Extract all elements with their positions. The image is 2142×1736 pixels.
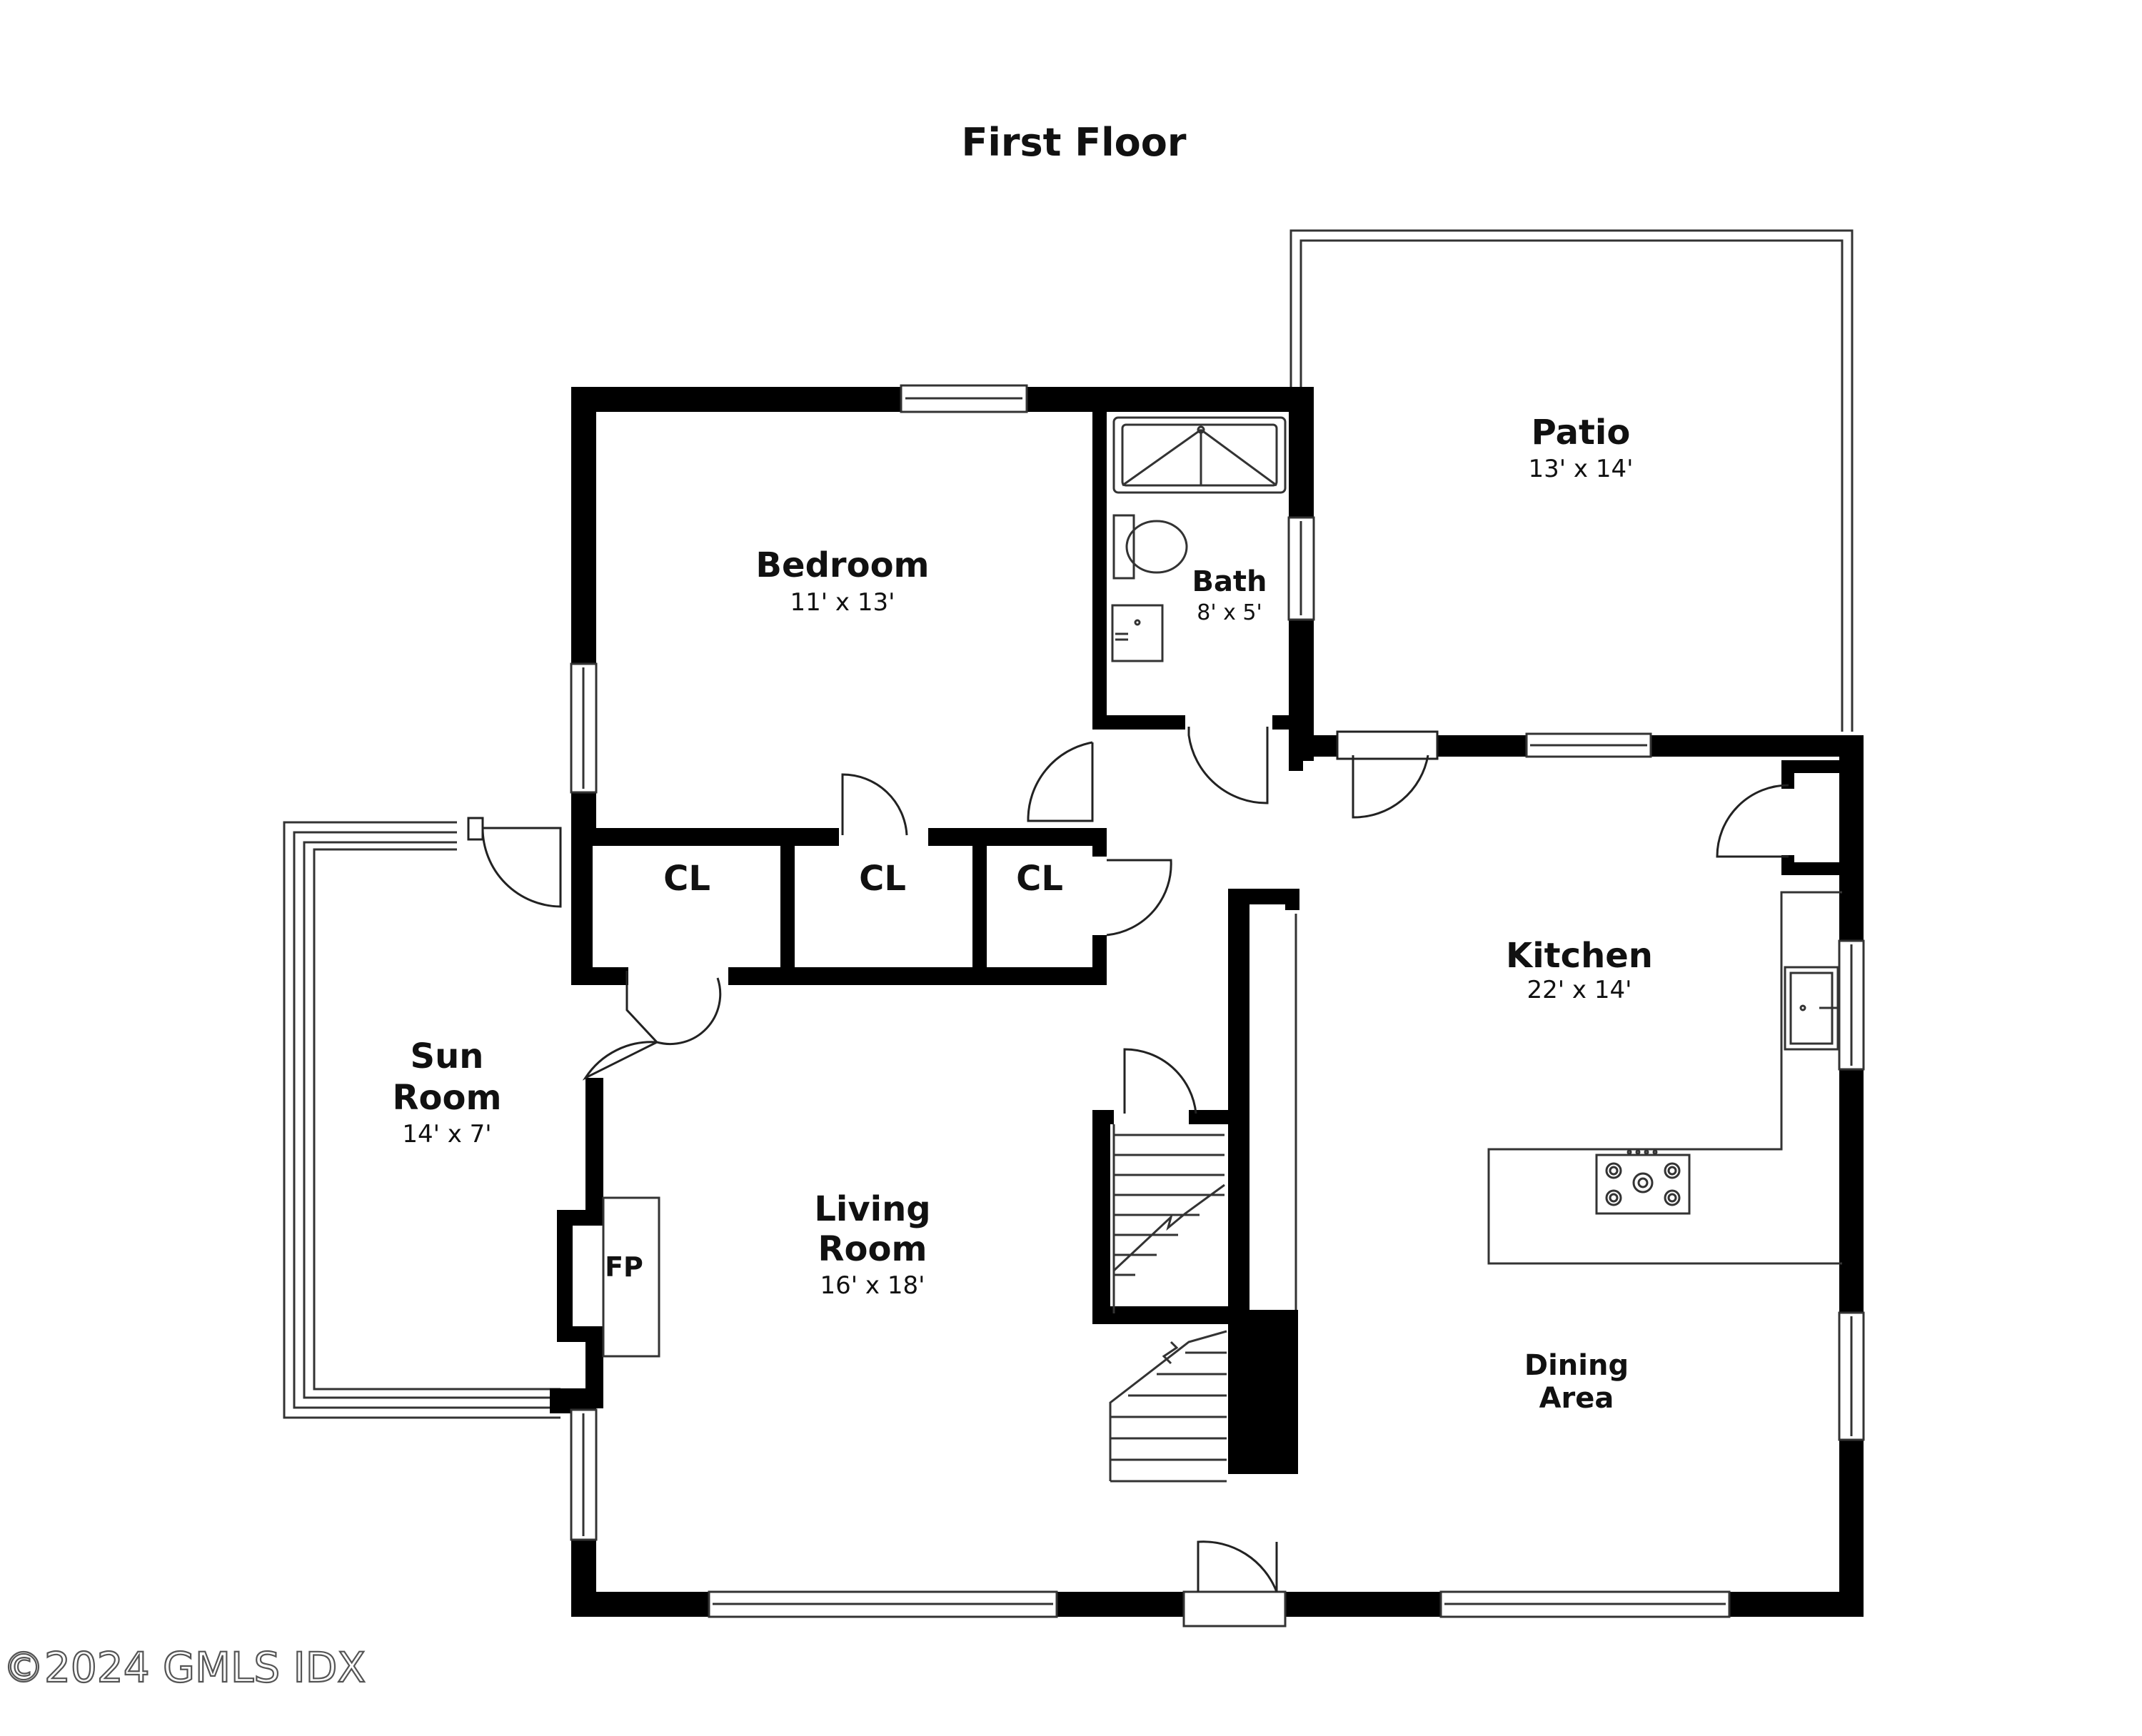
copyright-watermark: ©2024 GMLS IDX: [3, 1643, 366, 1692]
sunroom-label-line2: Room: [393, 1078, 502, 1118]
bath-label: Bath: [1192, 565, 1267, 598]
fireplace-hearth: [602, 1196, 660, 1358]
living-room-label-line1: Living: [814, 1189, 930, 1229]
fireplace-label: FP: [605, 1251, 643, 1283]
kitchen-label: Kitchen: [1506, 936, 1653, 976]
closet-label-2: CL: [859, 859, 906, 899]
cooktop: [1595, 1154, 1691, 1215]
sunroom-label-line1: Sun: [411, 1036, 484, 1076]
living-room-label-line2: Room: [818, 1229, 927, 1269]
dining-area-label-line1: Dining: [1524, 1349, 1629, 1382]
sunroom-outline: [283, 821, 560, 1419]
windows: [570, 384, 1865, 1628]
dining-area-label-line2: Area: [1539, 1382, 1614, 1415]
fixtures: [602, 416, 1842, 1483]
bedroom-dimensions: 11' x 13': [790, 588, 895, 617]
walls: [550, 387, 1864, 1617]
bath-sink: [1111, 604, 1164, 662]
patio-dimensions: 13' x 14': [1529, 455, 1634, 483]
closet-label-1: CL: [663, 859, 710, 899]
closet-label-3: CL: [1016, 859, 1063, 899]
bedroom-label: Bedroom: [755, 545, 929, 585]
floor-title: First Floor: [961, 120, 1186, 165]
patio-label: Patio: [1532, 413, 1631, 453]
living-room-dimensions: 16' x 18': [820, 1271, 925, 1300]
bathtub: [1112, 416, 1287, 494]
doors: [467, 727, 1789, 1593]
kitchen-dimensions: 22' x 14': [1527, 976, 1632, 1004]
toilet: [1112, 514, 1135, 580]
patio-outline: [1289, 229, 1854, 732]
sunroom-dimensions: 14' x 7': [402, 1120, 491, 1149]
stairs-lower: [1109, 1330, 1227, 1483]
bath-dimensions: 8' x 5': [1197, 600, 1262, 625]
stairs-upper: [1112, 1124, 1225, 1313]
kitchen-counter: [1487, 891, 1842, 1265]
